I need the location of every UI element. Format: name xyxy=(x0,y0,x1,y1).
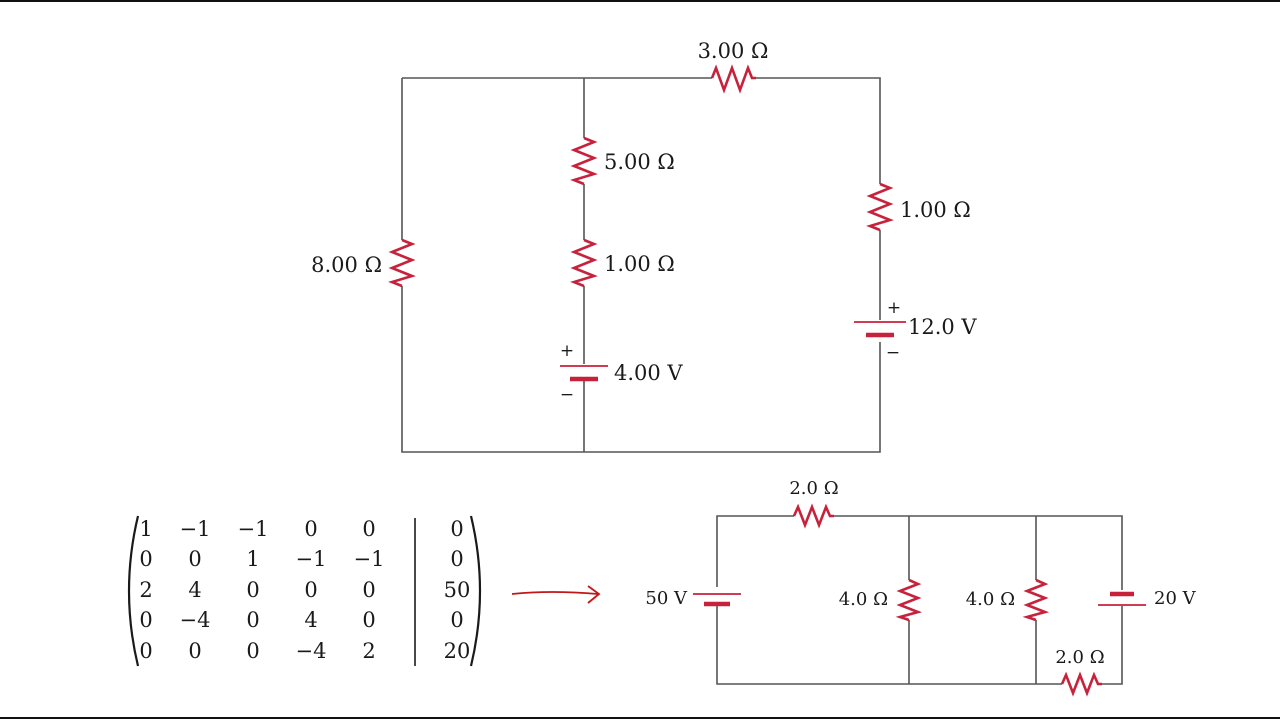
label-5ohm: 5.00 Ω xyxy=(604,150,675,174)
matrix-cell: 20 xyxy=(444,639,471,663)
battery-12v-minus-sign: − xyxy=(886,343,900,363)
resistor-2ohm-top xyxy=(792,503,834,529)
battery-4v-minus-sign: − xyxy=(560,385,574,405)
matrix-cell: 0 xyxy=(246,608,259,632)
label-1ohm-right: 1.00 Ω xyxy=(900,198,971,222)
matrix-cell: −1 xyxy=(238,517,269,541)
top-circuit: 3.00 Ω 5.00 Ω 1.00 Ω 8.00 Ω 1.00 Ω 4.00 … xyxy=(311,39,977,453)
matrix-cell: −1 xyxy=(296,547,327,571)
matrix-left-paren xyxy=(127,515,140,667)
resistor-3ohm xyxy=(710,64,756,94)
matrix-cell: 4 xyxy=(188,578,201,602)
resistor-5ohm xyxy=(570,136,598,186)
label-4ohm-right: 4.0 Ω xyxy=(966,589,1015,610)
matrix-cell: −4 xyxy=(180,608,211,632)
resistor-2ohm-bottom xyxy=(1060,671,1102,697)
resistor-4ohm-right xyxy=(1022,578,1050,622)
matrix-cell: 0 xyxy=(139,639,152,663)
matrix-cells: 1 −1 −1 0 0 0 0 0 1 −1 −1 0 2 4 0 0 0 50 0 −4 0 4 0 0 0 0 0 −4 2 20 xyxy=(139,517,470,663)
matrix-cell: 0 xyxy=(304,517,317,541)
resistor-1ohm-middle xyxy=(570,238,598,288)
label-50v: 50 V xyxy=(645,588,688,609)
resistor-1ohm-right xyxy=(866,182,894,232)
matrix-cell: 0 xyxy=(139,547,152,571)
matrix-cell: −4 xyxy=(296,639,327,663)
top-wire-top xyxy=(402,77,881,184)
matrix-right-paren xyxy=(469,515,482,667)
matrix-cell: 1 xyxy=(246,547,259,571)
resistor-8ohm xyxy=(388,238,416,288)
matrix-cell: 2 xyxy=(362,639,375,663)
label-2ohm-bottom: 2.0 Ω xyxy=(1055,647,1104,668)
arrow xyxy=(511,585,601,604)
arrow-head xyxy=(587,585,601,604)
bottom-wire-loop xyxy=(716,515,1123,685)
matrix-cell: 0 xyxy=(246,578,259,602)
matrix-cell: 0 xyxy=(139,608,152,632)
matrix-cell: 0 xyxy=(362,578,375,602)
label-8ohm: 8.00 Ω xyxy=(311,253,382,277)
matrix-cell: 0 xyxy=(188,639,201,663)
matrix-cell: −1 xyxy=(180,517,211,541)
label-4ohm-left: 4.0 Ω xyxy=(839,589,888,610)
matrix-cell: 50 xyxy=(444,578,471,602)
arrow-shaft xyxy=(511,591,599,595)
matrix-cell: 0 xyxy=(246,639,259,663)
label-1ohm-middle: 1.00 Ω xyxy=(604,252,675,276)
matrix-cell: 0 xyxy=(450,517,463,541)
matrix-cell: 0 xyxy=(304,578,317,602)
top-wire-left xyxy=(401,78,881,453)
label-12v: 12.0 V xyxy=(908,315,977,339)
label-20v: 20 V xyxy=(1154,588,1197,609)
matrix-cell: 4 xyxy=(304,608,317,632)
matrix-cell: 2 xyxy=(139,578,152,602)
bottom-circuit: 2.0 Ω 4.0 Ω 4.0 Ω 2.0 Ω 50 V 20 V xyxy=(645,478,1197,697)
bottom-border xyxy=(0,717,1280,719)
matrix-cell: 0 xyxy=(362,608,375,632)
battery-12v-plus-sign: + xyxy=(887,298,901,318)
matrix-cell: −1 xyxy=(354,547,385,571)
matrix-cell: 1 xyxy=(139,517,152,541)
label-2ohm-top: 2.0 Ω xyxy=(789,478,838,499)
label-3ohm: 3.00 Ω xyxy=(698,39,769,63)
label-4v: 4.00 V xyxy=(614,361,683,385)
matrix-cell: 0 xyxy=(450,547,463,571)
resistor-4ohm-left xyxy=(895,578,923,622)
matrix-cell: 0 xyxy=(450,608,463,632)
matrix-cell: 0 xyxy=(188,547,201,571)
top-border xyxy=(0,0,1280,2)
matrix-cell: 0 xyxy=(362,517,375,541)
battery-4v-plus-sign: + xyxy=(560,341,574,361)
augmented-matrix: 1 −1 −1 0 0 0 0 0 1 −1 −1 0 2 4 0 0 0 50 0 −4 0 4 0 0 0 0 0 −4 2 20 xyxy=(127,515,482,667)
